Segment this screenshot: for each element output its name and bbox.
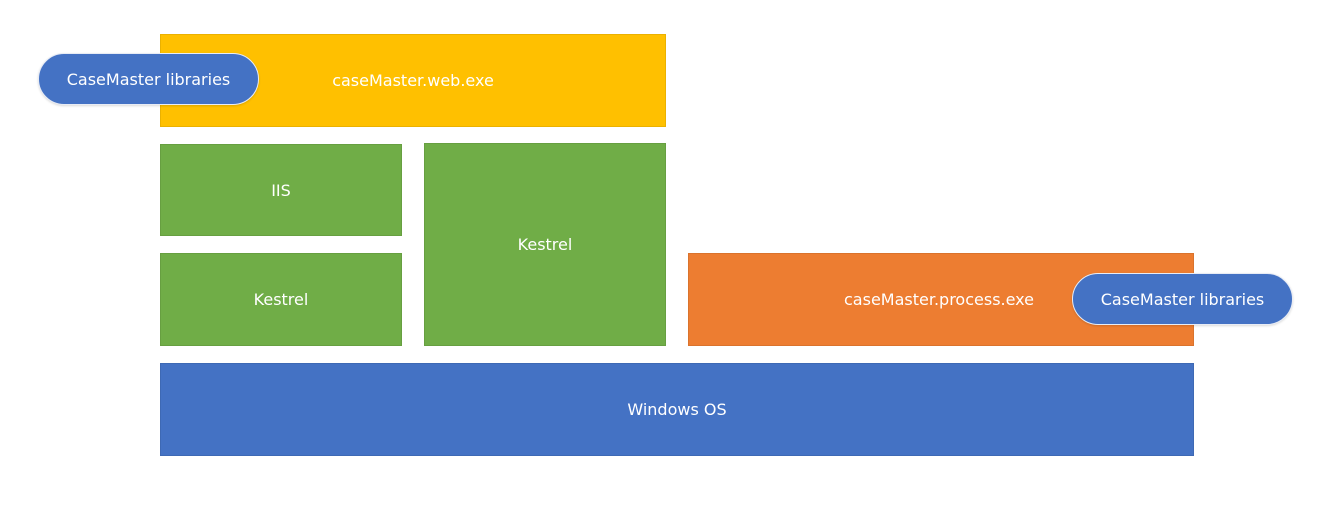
kestrel-hosted-label: Kestrel: [253, 290, 309, 309]
process-libraries-label: CaseMaster libraries: [1100, 289, 1265, 309]
process-libraries-pill: CaseMaster libraries: [1072, 273, 1293, 325]
windows-os-label: Windows OS: [627, 400, 727, 419]
web-libraries-label: CaseMaster libraries: [66, 69, 231, 89]
iis-label: IIS: [271, 180, 291, 200]
web-exe-label: caseMaster.web.exe: [332, 71, 494, 90]
windows-os-block: Windows OS: [160, 363, 1194, 456]
iis-block: IIS: [160, 144, 402, 236]
kestrel-standalone-label: Kestrel: [517, 235, 573, 254]
kestrel-hosted-block: Kestrel: [160, 253, 402, 346]
kestrel-standalone-block: Kestrel: [424, 143, 666, 346]
process-exe-label: caseMaster.process.exe: [844, 290, 1034, 309]
web-libraries-pill: CaseMaster libraries: [38, 53, 259, 105]
